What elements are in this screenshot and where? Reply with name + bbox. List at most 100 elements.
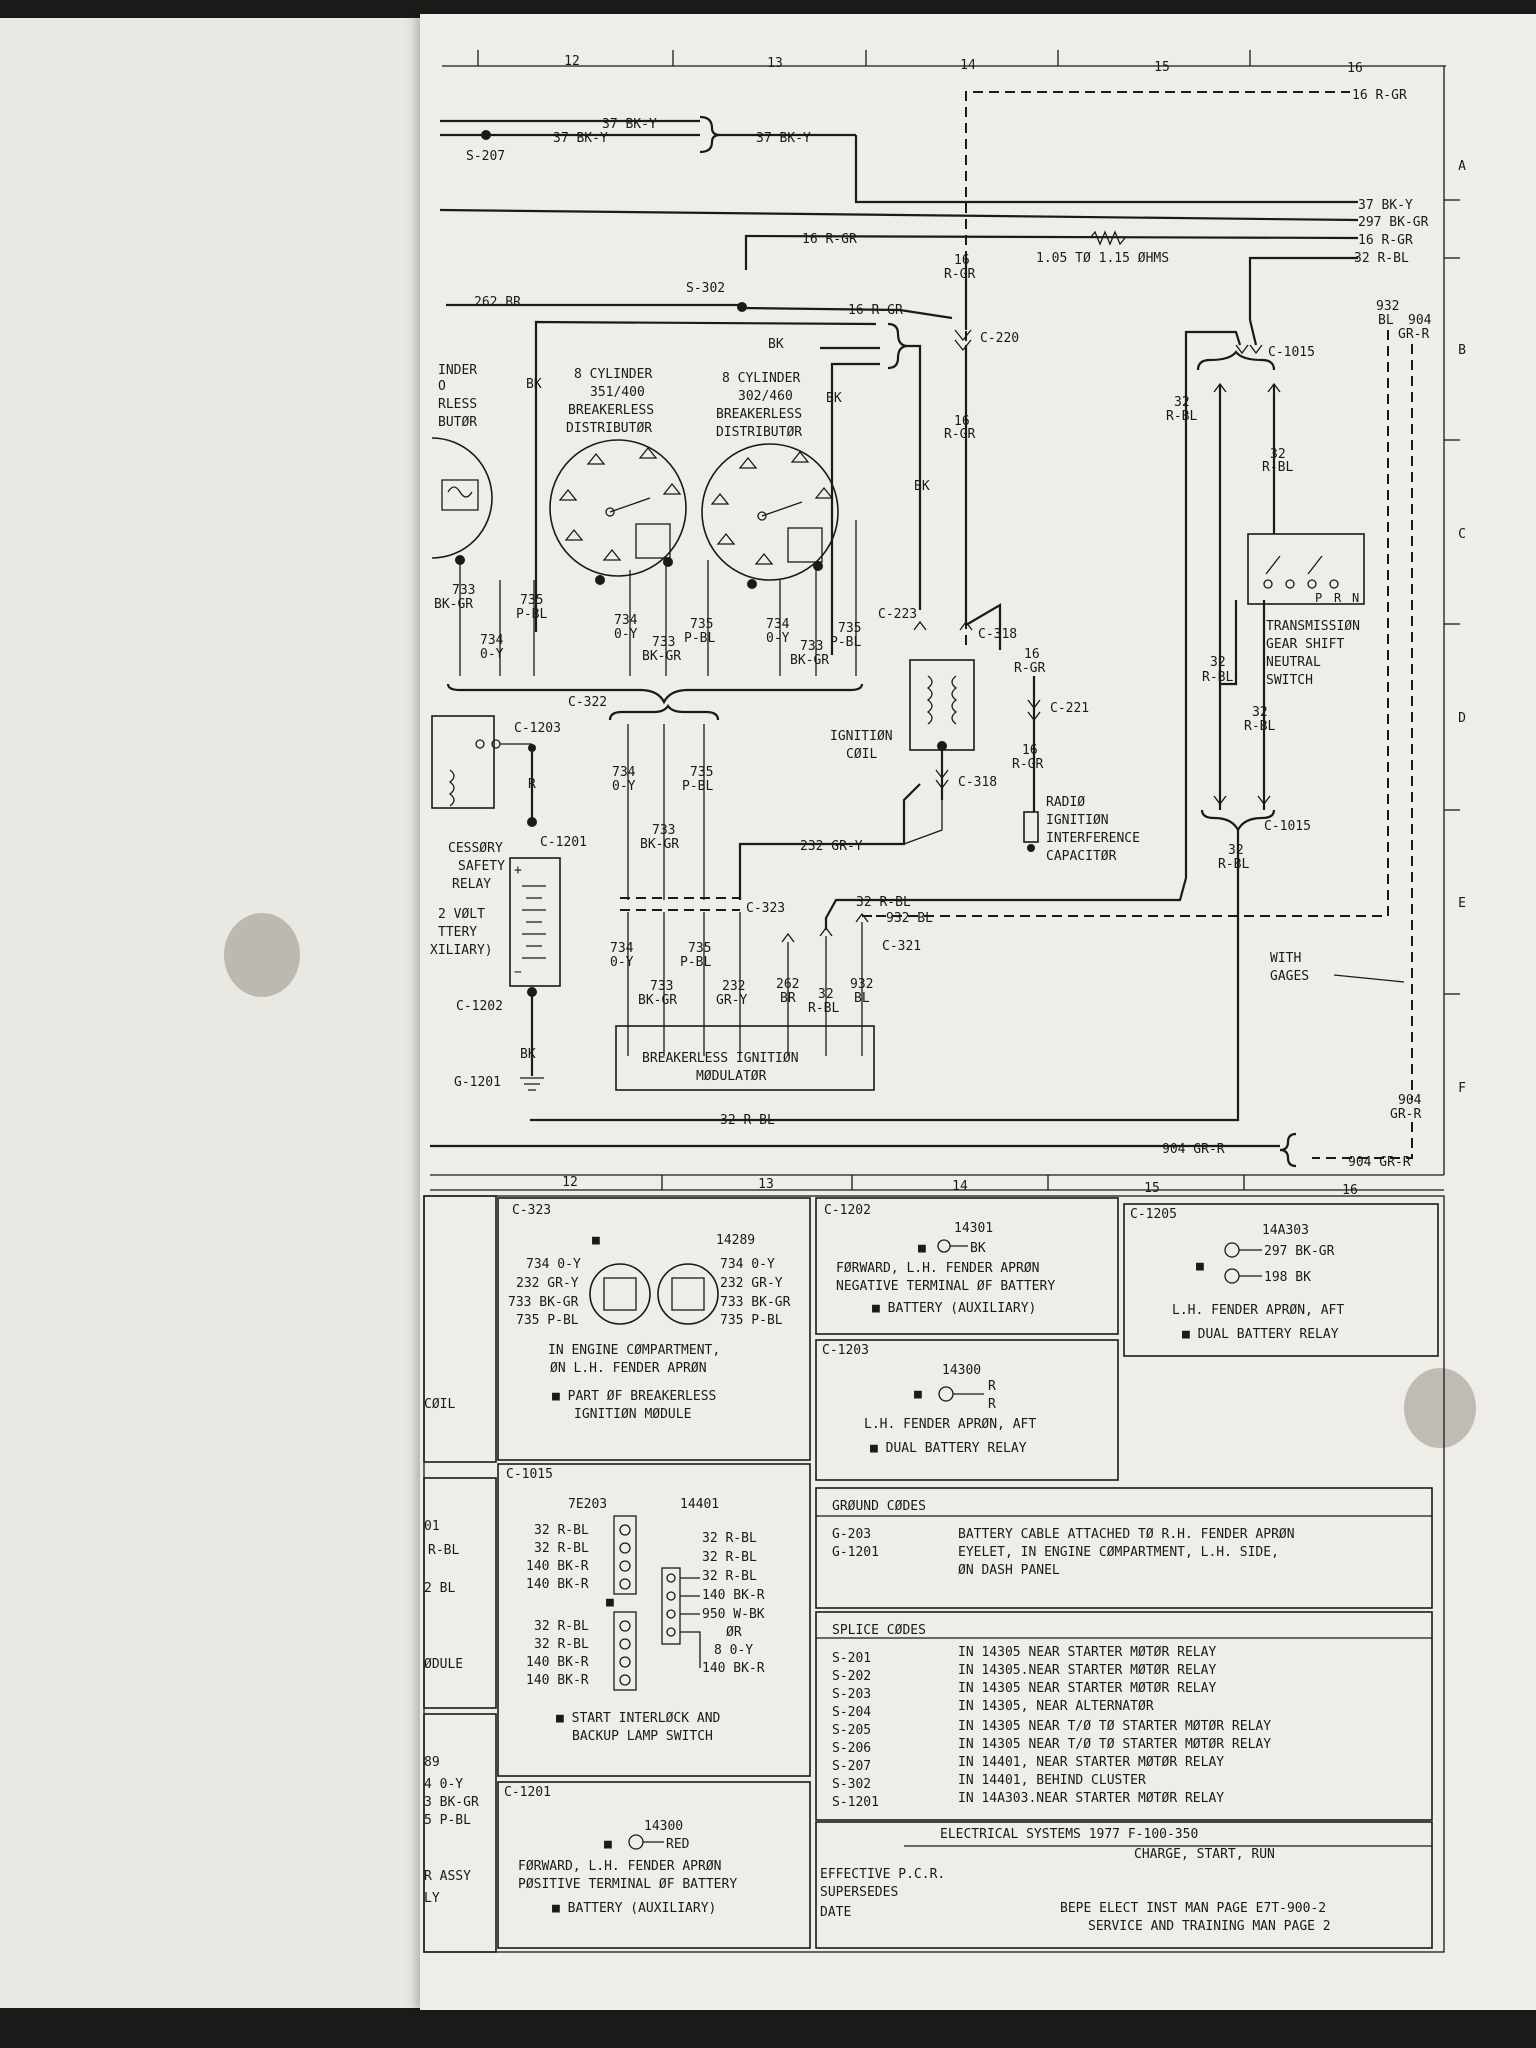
svg-text:140 BK-R: 140 BK-R (702, 1588, 765, 1603)
svg-text:BACKUP LAMP SWITCH: BACKUP LAMP SWITCH (572, 1729, 713, 1744)
svg-text:BK-GR: BK-GR (434, 597, 473, 612)
connector-label: C-1203 (514, 721, 561, 736)
svg-text:CESSØRY: CESSØRY (448, 841, 503, 856)
svg-text:C-1201: C-1201 (504, 1785, 551, 1800)
component-label: CØIL (846, 747, 877, 762)
svg-text:BEPE ELECT INST MAN PAGE E7T-9: BEPE ELECT INST MAN PAGE E7T-900-2 (1060, 1901, 1326, 1916)
component-label: CAPACITØR (1046, 849, 1117, 864)
component-label: GEAR SHIFT (1266, 637, 1344, 652)
svg-text:8 0-Y: 8 0-Y (714, 1643, 753, 1658)
svg-text:R-GR: R-GR (1014, 661, 1045, 676)
wire-label: BL (1378, 313, 1394, 328)
svg-text:2 VØLT: 2 VØLT (438, 907, 485, 922)
svg-text:7E203: 7E203 (568, 1497, 607, 1512)
svg-text:DISTRIBUTØR: DISTRIBUTØR (566, 421, 652, 436)
smudge-mark (224, 913, 300, 997)
svg-text:734 0-Y: 734 0-Y (720, 1257, 775, 1272)
title-line-2: CHARGE, START, RUN (1134, 1847, 1275, 1862)
wire-label: R-BL (1166, 409, 1197, 424)
row-label: C (1458, 527, 1466, 542)
column-label: 14 (952, 1179, 968, 1194)
svg-text:232 GR-Y: 232 GR-Y (516, 1276, 579, 1291)
svg-text:4 0-Y: 4 0-Y (424, 1777, 463, 1792)
svg-text:GR-Y: GR-Y (716, 993, 747, 1008)
svg-text:32 R-BL: 32 R-BL (534, 1637, 589, 1652)
connector-label: C-1202 (456, 999, 503, 1014)
svg-text:■: ■ (604, 1837, 612, 1852)
c323-modulator-group: C-323 232 GR-Y 734 0-Y 733 BK-GR 735 P-B… (610, 783, 1188, 1091)
svg-text:733: 733 (652, 635, 675, 650)
connector-label: C-1015 (1264, 819, 1311, 834)
svg-text:S-302: S-302 (832, 1777, 871, 1792)
c1015-detail: C-1015 7E203 14401 32 R-BL 32 R-BL 140 B… (497, 1463, 811, 1777)
battery-box (509, 857, 561, 987)
svg-text:IN 14305 NEAR T/Ø TØ STARTER M: IN 14305 NEAR T/Ø TØ STARTER MØTØR RELAY (958, 1737, 1271, 1752)
row-label: B (1458, 343, 1466, 358)
svg-text:733 BK-GR: 733 BK-GR (508, 1295, 579, 1310)
wire-label: 37 BK-Y (602, 117, 657, 132)
component-label: RADIØ (1046, 795, 1085, 810)
wire-label: 932 (1376, 299, 1399, 314)
connector-label: C-321 (882, 939, 921, 954)
svg-text:TTERY: TTERY (438, 925, 477, 940)
svg-text:0-Y: 0-Y (610, 955, 634, 970)
column-labels-bottom: 12 13 14 15 16 (562, 1175, 1358, 1198)
svg-text:734: 734 (614, 613, 638, 628)
component-label: SWITCH (1266, 673, 1313, 688)
column-label: 12 (564, 54, 580, 69)
svg-text:735: 735 (690, 617, 713, 632)
c1201-detail: C-1201 14300 ■ RED FØRWARD, L.H. FENDER … (497, 1781, 811, 1949)
svg-text:14289: 14289 (716, 1233, 755, 1248)
svg-text:89: 89 (424, 1755, 440, 1770)
blank-facing-page (0, 18, 440, 2008)
svg-text:S-203: S-203 (832, 1687, 871, 1702)
wire-label: 904 (1408, 313, 1432, 328)
svg-text:16: 16 (1024, 647, 1040, 662)
svg-text:P-BL: P-BL (684, 631, 715, 646)
svg-text:734 0-Y: 734 0-Y (526, 1257, 581, 1272)
column-label: 16 (1342, 1183, 1358, 1198)
svg-text:2 BL: 2 BL (424, 1581, 455, 1596)
wire-label: 904 (1398, 1093, 1422, 1108)
svg-text:735: 735 (688, 941, 711, 956)
wire-label: R-BL (1262, 460, 1293, 475)
svg-text:BK-GR: BK-GR (640, 837, 679, 852)
svg-text:302/460: 302/460 (738, 389, 793, 404)
wire-label: R-GR (944, 427, 975, 442)
connector-label: C-220 (980, 331, 1019, 346)
svg-text:■: ■ (606, 1595, 614, 1610)
svg-text:FØRWARD, L.H. FENDER APRØN: FØRWARD, L.H. FENDER APRØN (518, 1859, 722, 1874)
svg-text:734: 734 (612, 765, 636, 780)
wire-label: 904 GR-R (1348, 1155, 1411, 1170)
wire-label: 32 (1174, 395, 1190, 410)
svg-text:140 BK-R: 140 BK-R (702, 1661, 765, 1676)
svg-text:SERVICE AND TRAINING MAN PAGE: SERVICE AND TRAINING MAN PAGE 2 (1088, 1919, 1331, 1934)
svg-text:735: 735 (690, 765, 713, 780)
svg-text:RLESS: RLESS (438, 397, 477, 412)
svg-text:■: ■ (1196, 1259, 1204, 1274)
svg-text:BK: BK (520, 1047, 536, 1062)
title-block: ELECTRICAL SYSTEMS 1977 F-100-350 CHARGE… (815, 1821, 1433, 1949)
svg-text:IN 14401, BEHIND CLUSTER: IN 14401, BEHIND CLUSTER (958, 1773, 1146, 1788)
svg-text:14301: 14301 (954, 1221, 993, 1236)
wire-label: 232 GR-Y (800, 839, 863, 854)
wire-label: 32 (1228, 843, 1244, 858)
c1203-detail: C-1203 14300 ■ R R L.H. FENDER APRØN, AF… (815, 1339, 1119, 1481)
svg-text:351/400: 351/400 (590, 385, 645, 400)
svg-text:S-207: S-207 (832, 1759, 871, 1774)
component-label: IGNITIØN (1046, 813, 1109, 828)
svg-text:INDER: INDER (438, 363, 477, 378)
diagram-sheet (420, 14, 1536, 2010)
svg-text:■: ■ (592, 1233, 600, 1248)
wire-label: 16 R-GR (848, 303, 903, 318)
svg-text:8 CYLINDER: 8 CYLINDER (574, 367, 652, 382)
svg-text:GRØUND CØDES: GRØUND CØDES (832, 1499, 926, 1514)
svg-text:14300: 14300 (644, 1819, 683, 1834)
svg-text:733: 733 (650, 979, 673, 994)
svg-text:S-204: S-204 (832, 1705, 871, 1720)
svg-text:ØN L.H. FENDER APRØN: ØN L.H. FENDER APRØN (550, 1361, 707, 1376)
svg-text:R-BL: R-BL (808, 1001, 839, 1016)
row-label: E (1458, 896, 1466, 911)
svg-text:0-Y: 0-Y (766, 631, 790, 646)
